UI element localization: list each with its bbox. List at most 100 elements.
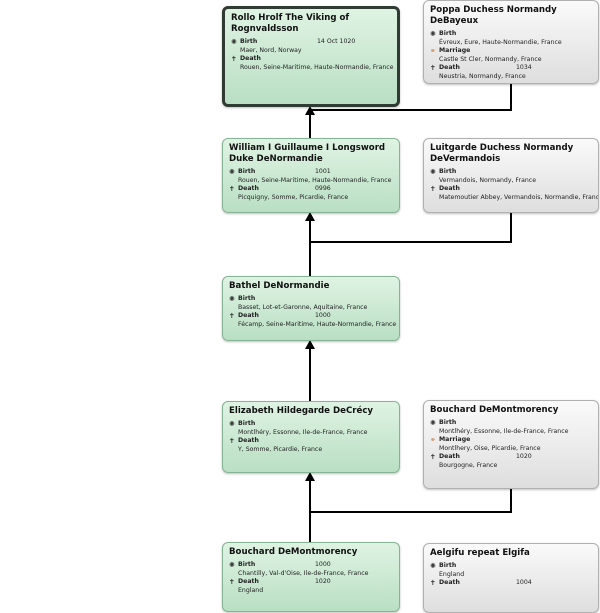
person-card-luitgarde[interactable]: Luitgarde Duchess Normandy DeVermandois …: [423, 138, 599, 213]
person-name: Bouchard DeMontmorency: [430, 405, 559, 415]
connector-poppa: [310, 83, 512, 111]
event-date: 1001: [315, 168, 331, 175]
birth-icon: ✺: [430, 30, 436, 38]
person-card-poppa[interactable]: Poppa Duchess Normandy DeBayeux ✺ Birth …: [423, 0, 599, 84]
event-type: Death: [238, 578, 259, 585]
event-death: ✝ Death Rouen, Seine-Maritime, Haute-Nor…: [231, 55, 394, 72]
event-date: 1020: [516, 453, 532, 460]
event-place: Maer, Nord, Norway: [240, 46, 302, 54]
person-card-aelgifu[interactable]: Aelgifu repeat Elgifa ✺ Birth England ✝ …: [423, 543, 599, 613]
event-death: ✝ Death 1004: [430, 579, 592, 588]
person-card-william[interactable]: William I Guillaume I Longsword Duke DeN…: [222, 138, 400, 213]
event-birth: ✺ Birth Montlhéry, Essonne, Ile-de-Franc…: [229, 420, 393, 437]
marriage-rings-icon: ⚭: [430, 47, 436, 55]
person-card-bouchard2[interactable]: Bouchard DeMontmorency ✺ Birth 1000 Chan…: [222, 542, 400, 612]
event-type: Death: [439, 579, 460, 586]
person-card-elizabeth[interactable]: Elizabeth Hildegarde DeCrécy ✺ Birth Mon…: [222, 401, 400, 473]
event-place: Vermandois, Normandy, France: [439, 176, 537, 184]
event-type: Death: [439, 185, 460, 192]
event-place: Montlhéry, Essonne, Ile-de-France, Franc…: [439, 427, 569, 435]
person-name: Elizabeth Hildegarde DeCrécy: [229, 406, 374, 416]
event-death: ✝ Death 1000 Fécamp, Seine-Maritime, Hau…: [229, 312, 397, 329]
event-place: Basset, Lot-et-Garonne, Aquitaine, Franc…: [238, 303, 368, 311]
event-death: ✝ Death Y, Somme, Picardie, France: [229, 437, 393, 454]
person-name: Bouchard DeMontmorency: [229, 547, 358, 557]
death-cross-icon: ✝: [229, 312, 235, 320]
arrow-to-elizabeth: [305, 472, 315, 481]
birth-icon: ✺: [231, 38, 237, 46]
birth-icon: ✺: [229, 561, 235, 569]
person-name: Poppa Duchess Normandy DeBayeux: [430, 5, 557, 26]
death-cross-icon: ✝: [430, 453, 436, 461]
person-card-bouchard1[interactable]: Bouchard DeMontmorency ✺ Birth Montlhéry…: [423, 400, 599, 489]
person-name: Bathel DeNormandie: [229, 281, 330, 291]
event-place: Rouen, Seine-Maritime, Haute-Normandie, …: [240, 63, 394, 71]
event-place: Castle St Cler, Normandy, France: [439, 55, 542, 63]
birth-icon: ✺: [229, 168, 235, 176]
event-place: Matemoutier Abbey, Vermandois, Normandie…: [439, 193, 599, 201]
death-cross-icon: ✝: [229, 185, 235, 193]
birth-icon: ✺: [430, 168, 436, 176]
event-place: Bourgogne, France: [439, 461, 498, 469]
arrow-to-william: [305, 212, 315, 221]
death-cross-icon: ✝: [229, 578, 235, 586]
arrow-to-bathel: [305, 340, 315, 349]
event-place: Fécamp, Seine-Maritime, Haute-Normandie,…: [238, 320, 397, 328]
event-death: ✝ Death 1020 England: [229, 578, 393, 595]
event-date: 1020: [315, 578, 331, 585]
event-birth: ✺ Birth Vermandois, Normandy, France: [430, 168, 592, 185]
event-type: Death: [238, 312, 259, 319]
person-name: Rollo Hrolf The Viking of Rognvaldsson: [231, 13, 350, 34]
event-type: Death: [439, 64, 460, 71]
connector-bouchard-spouse: [310, 488, 512, 513]
event-death: ✝ Death Matemoutier Abbey, Vermandois, N…: [430, 185, 599, 202]
event-type: Birth: [439, 168, 457, 175]
event-marriage: ⚭ Marriage Montlhery, Oise, Picardie, Fr…: [430, 436, 592, 453]
event-place: Évreux, Eure, Haute-Normandie, France: [439, 38, 562, 46]
event-type: Death: [240, 55, 261, 62]
marriage-rings-icon: ⚭: [430, 436, 436, 444]
arrow-to-rollo: [305, 106, 315, 115]
event-death: ✝ Death 1034 Neustria, Normandy, France: [430, 64, 592, 81]
event-birth: ✺ Birth Basset, Lot-et-Garonne, Aquitain…: [229, 295, 393, 312]
event-place: Rouen, Seine-Maritime, Haute-Normandie, …: [238, 176, 392, 184]
event-place: England: [238, 586, 264, 594]
event-place: Chantilly, Val-d'Oise, Ile-de-France, Fr…: [238, 569, 369, 577]
event-place: Neustria, Normandy, France: [439, 72, 526, 80]
person-name: Luitgarde Duchess Normandy DeVermandois: [430, 143, 574, 164]
event-type: Death: [439, 453, 460, 460]
event-date: 1004: [516, 579, 532, 586]
event-date: 14 Oct 1020: [317, 38, 356, 45]
person-name: William I Guillaume I Longsword Duke DeN…: [229, 143, 386, 164]
event-birth: ✺ Birth Montlhéry, Essonne, Ile-de-Franc…: [430, 419, 592, 436]
event-date: 1034: [516, 64, 532, 71]
event-place: England: [439, 570, 465, 578]
event-death: ✝ Death 0996 Picquigny, Somme, Picardie,…: [229, 185, 393, 202]
event-birth: ✺ Birth England: [430, 562, 592, 579]
event-death: ✝ Death 1020 Bourgogne, France: [430, 453, 592, 470]
death-cross-icon: ✝: [231, 55, 237, 63]
event-type: Birth: [439, 419, 457, 426]
event-place: Y, Somme, Picardie, France: [238, 445, 323, 453]
death-cross-icon: ✝: [430, 64, 436, 72]
event-birth: ✺ Birth Évreux, Eure, Haute-Normandie, F…: [430, 30, 592, 47]
event-birth: ✺ Birth 1000 Chantilly, Val-d'Oise, Ile-…: [229, 561, 393, 578]
event-type: Death: [238, 437, 259, 444]
event-date: 1000: [315, 561, 331, 568]
event-type: Marriage: [439, 436, 471, 443]
event-place: Picquigny, Somme, Picardie, France: [238, 193, 349, 201]
death-cross-icon: ✝: [430, 579, 436, 587]
event-place: Montlhéry, Essonne, Ile-de-France, Franc…: [238, 428, 368, 436]
person-card-bathel[interactable]: Bathel DeNormandie ✺ Birth Basset, Lot-e…: [222, 276, 400, 341]
birth-icon: ✺: [430, 419, 436, 427]
event-type: Birth: [238, 420, 256, 427]
person-card-rollo[interactable]: Rollo Hrolf The Viking of Rognvaldsson ✺…: [222, 6, 400, 107]
event-type: Birth: [240, 38, 258, 45]
event-birth: ✺ Birth 1001 Rouen, Seine-Maritime, Haut…: [229, 168, 393, 185]
death-cross-icon: ✝: [430, 185, 436, 193]
event-type: Birth: [238, 561, 256, 568]
event-date: 0996: [315, 185, 331, 192]
birth-icon: ✺: [229, 295, 235, 303]
event-type: Birth: [439, 30, 457, 37]
birth-icon: ✺: [430, 562, 436, 570]
